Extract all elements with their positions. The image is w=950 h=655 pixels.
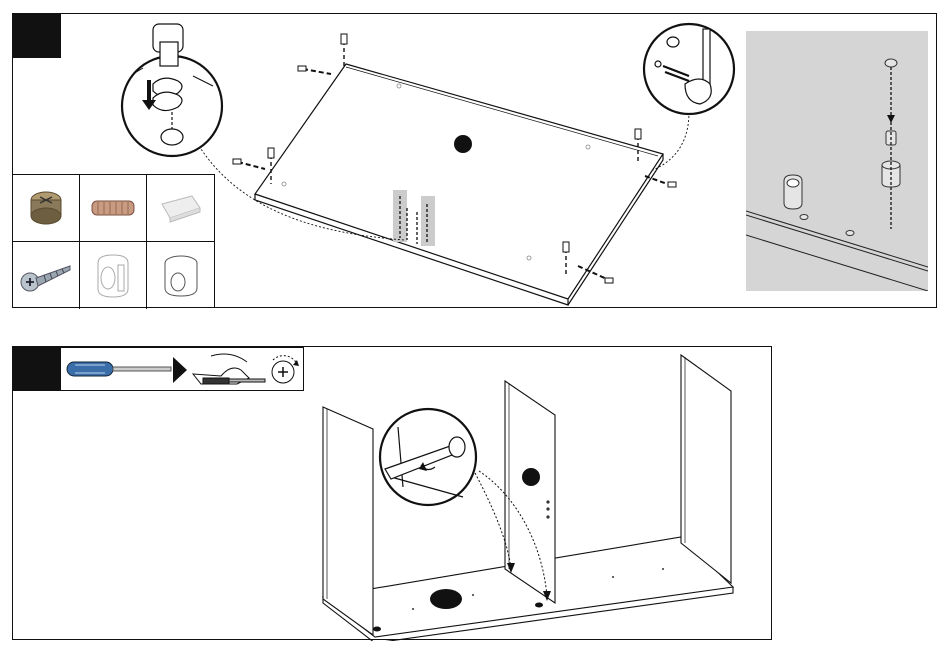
bottom-board-label-dot (430, 589, 462, 609)
part-cam-cap (80, 242, 147, 309)
part-screw (13, 242, 80, 309)
fitting-top-left (298, 34, 347, 74)
side-detail-drawing (746, 31, 928, 291)
part-sleeve (147, 242, 215, 309)
side-detail-box (746, 31, 928, 291)
cam-lock-icon (23, 185, 69, 231)
right-side-panel (681, 355, 731, 583)
plastic-dowel-icon (156, 190, 206, 226)
parts-grid (13, 174, 215, 308)
part-plastic-dowel (147, 175, 215, 242)
sleeve-icon (158, 252, 204, 300)
divider-label-dot (522, 468, 540, 486)
cam-cap-icon (90, 251, 136, 301)
screw-icon (18, 258, 74, 294)
hammer-insert-callout (122, 24, 222, 156)
top-board (255, 64, 663, 305)
left-side-panel (323, 407, 373, 635)
step-2-cabinet-drawing (13, 347, 773, 641)
cam-tighten-callout (380, 409, 476, 505)
dowel-icon (88, 195, 138, 221)
middle-divider (505, 381, 555, 603)
part-cam-lock (13, 175, 80, 242)
cam-screw-callout (644, 24, 734, 114)
down-arrow-icon (887, 115, 895, 123)
part-wooden-dowel (80, 175, 147, 242)
step-1-panel (12, 13, 937, 308)
board-label-dot (454, 135, 472, 153)
step-2-panel (12, 346, 772, 640)
